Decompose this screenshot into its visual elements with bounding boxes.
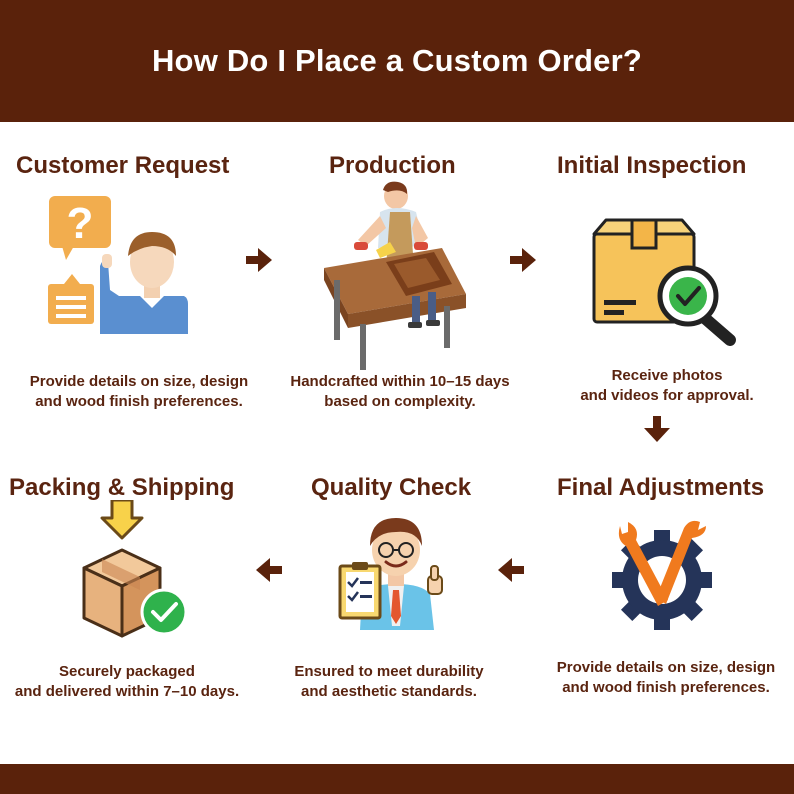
step-desc-final-adjustments: Provide details on size, design and wood…: [556, 659, 776, 696]
step-title-quality-check: Quality Check: [311, 474, 472, 501]
arrow-left-icon: [498, 558, 524, 582]
step-desc-quality-check: Ensured to meet durability and aesthetic…: [294, 663, 484, 700]
arrow-left-icon: [256, 558, 282, 582]
svg-text:?: ?: [67, 199, 94, 248]
step-desc-customer-request: Provide details on size, design and wood…: [29, 373, 249, 410]
arrow-right-icon: [510, 248, 536, 272]
step-desc-production: Handcrafted within 10–15 days based on c…: [290, 373, 510, 410]
arrow-right-icon: [246, 248, 272, 272]
box-inspection-icon: [592, 218, 736, 346]
page-title: How Do I Place a Custom Order?: [151, 43, 643, 78]
step-title-packing-shipping: Packing & Shipping: [9, 474, 235, 501]
header-banner: How Do I Place a Custom Order?: [0, 0, 794, 122]
step-title-final-adjustments: Final Adjustments: [557, 474, 765, 501]
inspector-clipboard-icon: [338, 518, 443, 630]
customer-question-icon: ?: [48, 196, 188, 334]
step-title-customer-request: Customer Request: [16, 152, 230, 179]
carpenter-icon: [324, 181, 466, 370]
arrow-down-icon: [644, 416, 670, 442]
step-desc-initial-inspection: Receive photos and videos for approval.: [580, 367, 754, 404]
step-desc-packing-shipping: Securely packaged and delivered within 7…: [14, 663, 240, 700]
footer-bar: [0, 764, 794, 794]
package-check-icon: [82, 500, 188, 638]
step-title-production: Production: [329, 152, 456, 179]
tools-gear-icon: [612, 520, 712, 630]
step-title-initial-inspection: Initial Inspection: [557, 152, 747, 179]
